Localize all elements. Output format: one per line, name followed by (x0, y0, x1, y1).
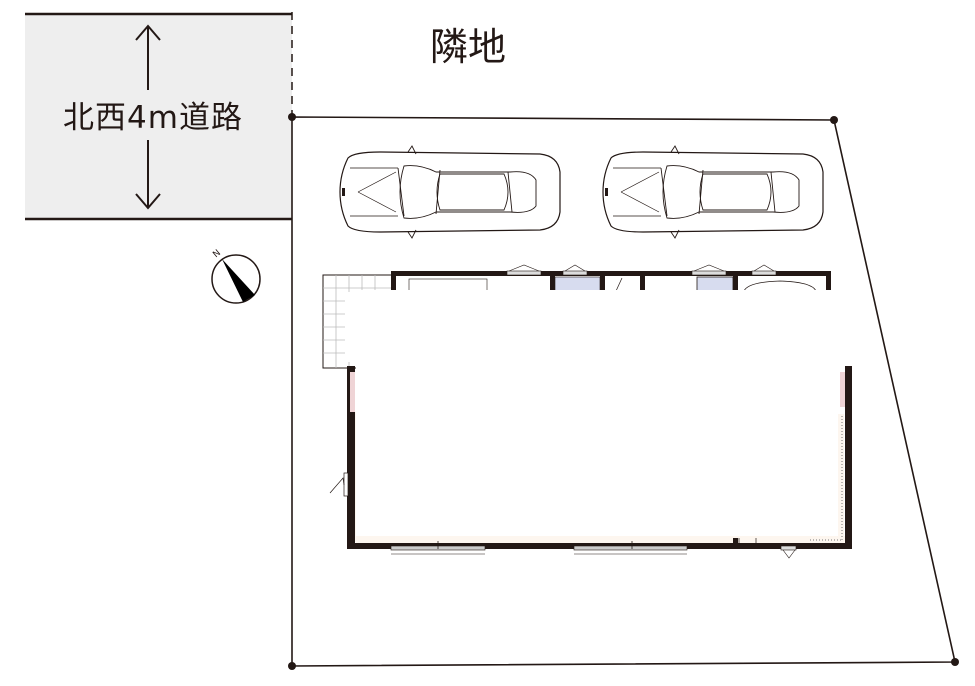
window-icon (390, 541, 688, 555)
neighbor-lot-label: 隣地 (430, 25, 507, 69)
building-floor-plan (322, 264, 852, 559)
car-icon (602, 145, 824, 239)
north-compass-icon: N (211, 248, 261, 304)
road-label: 北西4m道路 (48, 96, 258, 140)
car-icon (339, 145, 561, 239)
site-boundary (288, 113, 959, 670)
road-width-arrow-icon (135, 24, 161, 210)
window-icon (506, 264, 777, 276)
side-door-icon (329, 472, 349, 497)
vent-icon (780, 545, 797, 559)
svg-text:N: N (211, 248, 223, 260)
